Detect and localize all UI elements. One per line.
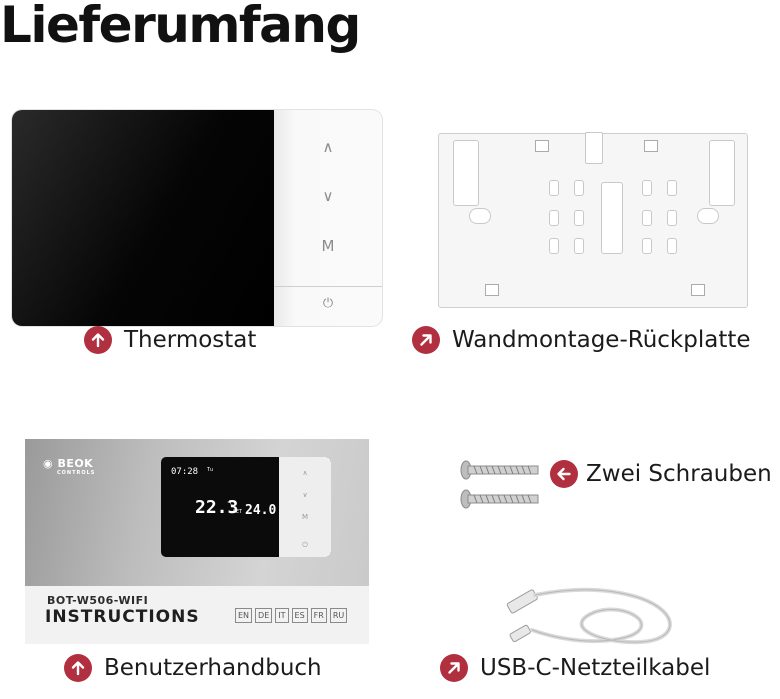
lang-badge: EN: [235, 608, 253, 623]
lcd-set-temp: 24.0: [245, 503, 277, 518]
lcd-time: 07:28: [171, 467, 199, 477]
lang-badge: ES: [291, 608, 308, 623]
lcd-unit-room: °C: [227, 501, 234, 507]
label-usb-cable: USB-C-Netzteilkabel: [440, 654, 710, 682]
arrow-up-icon: [64, 654, 92, 682]
thermostat-mode-button: M: [321, 237, 335, 255]
label-usb-cable-text: USB-C-Netzteilkabel: [480, 655, 711, 681]
manual-image: ◉ BEOK CONTROLS 07:28 Tu 22.3 °C SET 24.…: [25, 439, 369, 644]
manual-thermostat-picture: 07:28 Tu 22.3 °C SET 24.0 ∧ ∨ M ⏻: [161, 457, 331, 557]
thermostat-up-button: ∧: [322, 138, 334, 156]
arrow-up-icon: [84, 326, 112, 354]
label-backplate: Wandmontage-Rückplatte: [412, 326, 751, 354]
manual-heading: INSTRUCTIONS: [45, 607, 200, 627]
beok-logo-icon: ◉: [43, 457, 58, 470]
manual-model: BOT-W506-WIFI: [47, 594, 149, 607]
arrow-up-right-icon: [412, 326, 440, 354]
label-backplate-text: Wandmontage-Rückplatte: [452, 327, 751, 353]
lcd-room-temp: 22.3: [195, 497, 239, 518]
thermostat-image: ∧ ∨ M ⏻: [12, 110, 382, 326]
label-screws: Zwei Schrauben: [550, 460, 772, 488]
label-manual: Benutzerhandbuch: [64, 654, 322, 682]
label-screws-text: Zwei Schrauben: [586, 461, 772, 487]
screw-icon: [460, 489, 539, 509]
label-thermostat: Thermostat: [84, 326, 256, 354]
label-thermostat-text: Thermostat: [124, 327, 257, 353]
usb-cable-icon: [506, 587, 672, 645]
mini-button-panel: ∧ ∨ M ⏻: [279, 457, 331, 557]
arrow-up-right-icon: [440, 654, 468, 682]
lcd-day: Tu: [207, 467, 214, 473]
thermostat-down-button: ∨: [322, 187, 334, 205]
backplate-image: [438, 132, 748, 308]
lcd-set-label: SET: [233, 509, 243, 515]
lang-badge: FR: [310, 608, 327, 623]
lang-badge: IT: [275, 608, 289, 623]
thermostat-button-panel: [274, 110, 382, 326]
label-manual-text: Benutzerhandbuch: [104, 655, 322, 681]
manual-languages: EN DE IT ES FR RU: [235, 608, 348, 623]
thermostat-power-button: ⏻: [322, 296, 334, 311]
manual-brand: ◉ BEOK CONTROLS: [43, 457, 96, 476]
lang-badge: DE: [255, 608, 273, 623]
thermostat-screen: [12, 110, 274, 326]
screw-icon: [460, 460, 539, 480]
page-title: Lieferumfang: [0, 0, 361, 54]
arrow-left-icon: [550, 460, 578, 488]
lang-badge: RU: [329, 608, 348, 623]
thermostat-divider: [274, 286, 382, 287]
